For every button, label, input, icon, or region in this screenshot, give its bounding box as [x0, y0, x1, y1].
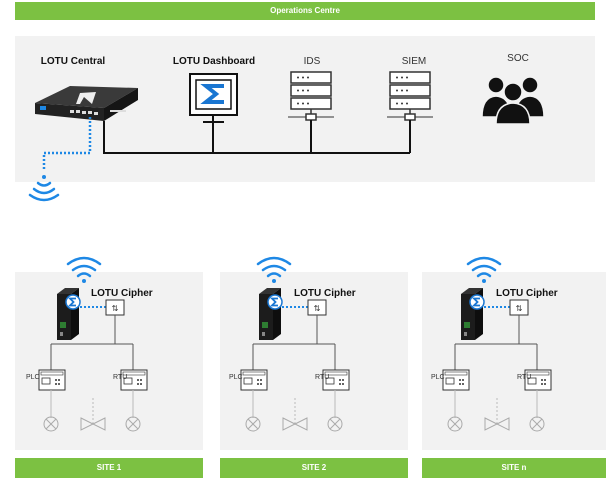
site-n-wifi-icon [466, 256, 502, 285]
site-2-rtu-label: RTU [315, 374, 330, 381]
site-2-wifi-icon [256, 256, 292, 285]
operations-bus-line [103, 120, 411, 154]
siem-label: SIEM [401, 56, 427, 67]
site-1-band: SITE 1 [15, 458, 203, 478]
people-group-icon [481, 76, 545, 125]
site-n-plc-label: PLC [431, 374, 445, 381]
site-n-rtu-label: RTU [517, 374, 532, 381]
soc-label: SOC [507, 53, 529, 64]
lotu-central-label: LOTU Central [40, 56, 106, 67]
site-1-plc-label: PLC [26, 374, 40, 381]
dashboard-monitor-icon [189, 73, 238, 123]
operations-centre-header: Operations Centre [15, 2, 595, 20]
ids-label: IDS [303, 56, 321, 67]
site-1-cipher-label: LOTU Cipher [91, 288, 153, 299]
site-2-name: SITE 2 [301, 463, 327, 472]
site-2-plc-label: PLC [229, 374, 243, 381]
site-1-devices [38, 287, 148, 432]
central-wifi-icon [28, 175, 60, 202]
operations-centre-title: Operations Centre [270, 6, 340, 15]
site-2-cipher-label: LOTU Cipher [294, 288, 356, 299]
site-n-band: SITE n [422, 458, 606, 478]
site-n-name: SITE n [501, 463, 527, 472]
lotu-dashboard-label: LOTU Dashboard [172, 56, 256, 67]
network-appliance-icon [35, 86, 138, 121]
ids-server-icon [288, 71, 334, 121]
site-2-band: SITE 2 [220, 458, 408, 478]
site-2-devices [240, 287, 350, 432]
siem-server-icon [387, 71, 433, 121]
site-n-devices [442, 287, 552, 432]
site-1-rtu-label: RTU [113, 374, 128, 381]
site-n-cipher-label: LOTU Cipher [496, 288, 558, 299]
site-1-name: SITE 1 [96, 463, 122, 472]
site-1-wifi-icon [66, 256, 102, 285]
central-wireless-link [42, 117, 92, 170]
